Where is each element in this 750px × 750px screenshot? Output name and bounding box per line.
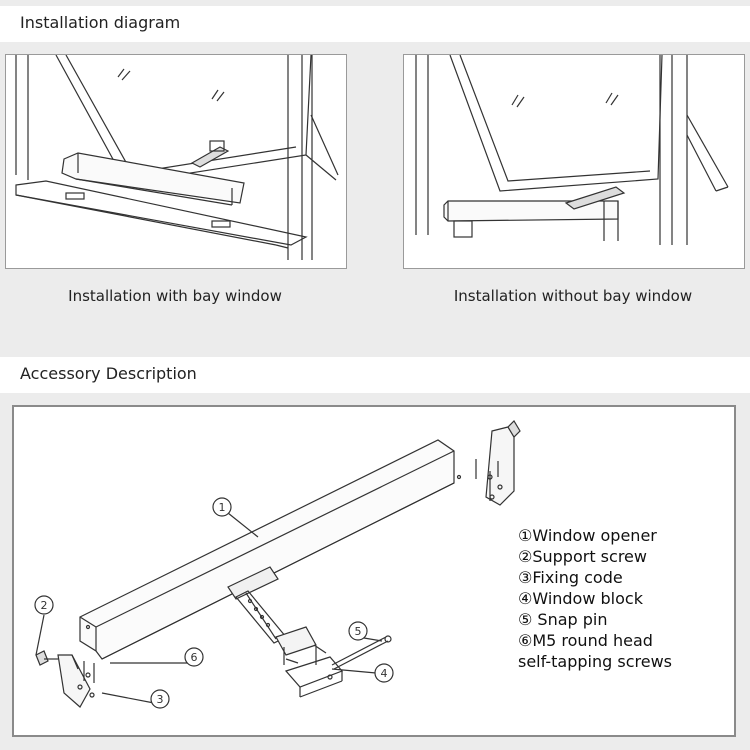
- bay-window-illustration: [5, 54, 347, 269]
- accessory-diagram: 1 2 6 3 5 4 ①Window opener ②Support scre…: [12, 405, 736, 737]
- legend-item-fixing-code: ③Fixing code: [518, 568, 623, 587]
- legend-item-m5-screws: ⑥M5 round head: [518, 631, 653, 650]
- legend-item-window-opener: ①Window opener: [518, 526, 657, 545]
- callout-6: 6: [191, 651, 198, 664]
- no-bay-window-illustration: [403, 54, 745, 269]
- callout-2: 2: [41, 599, 48, 612]
- accessory-drawing: 1 2 6 3 5 4: [34, 420, 521, 709]
- callout-4: 4: [381, 667, 388, 680]
- bay-window-caption: Installation with bay window: [68, 287, 282, 305]
- accessory-legend: ①Window opener ②Support screw ③Fixing co…: [518, 525, 728, 672]
- callout-3: 3: [157, 693, 164, 706]
- callout-1: 1: [219, 501, 226, 514]
- legend-item-support-screw: ②Support screw: [518, 547, 647, 566]
- installation-diagram-title: Installation diagram: [0, 6, 750, 42]
- legend-item-m5-screws-cont: self-tapping screws: [518, 652, 672, 671]
- legend-item-snap-pin: ⑤ Snap pin: [518, 610, 608, 629]
- accessory-description-title: Accessory Description: [0, 357, 750, 393]
- callout-5: 5: [355, 625, 362, 638]
- legend-item-window-block: ④Window block: [518, 589, 643, 608]
- no-bay-window-caption: Installation without bay window: [453, 287, 693, 305]
